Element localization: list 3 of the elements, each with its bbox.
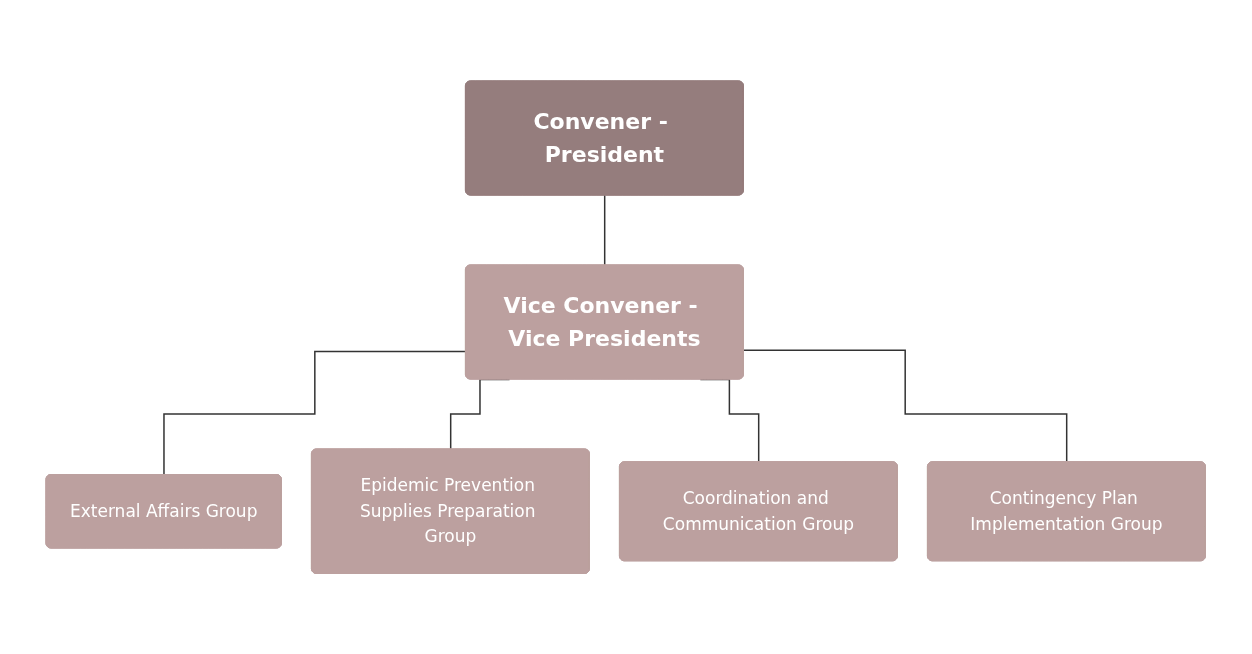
connector [604,194,606,266]
connector [743,349,1068,463]
connector [163,350,467,476]
